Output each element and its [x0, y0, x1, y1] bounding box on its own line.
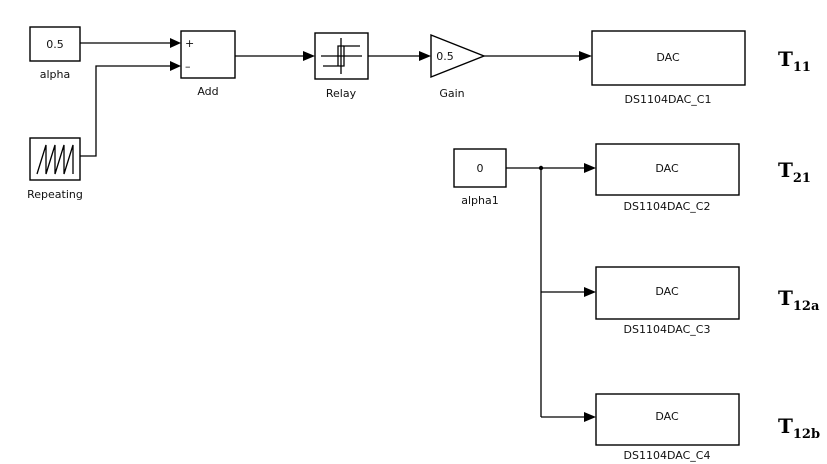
relay-block[interactable]: Relay	[314, 32, 369, 100]
arrowhead-dac4	[584, 412, 596, 422]
dac-block-c1[interactable]: DAC DS1104DAC_C1	[591, 30, 746, 106]
dac2-text: DAC	[655, 162, 679, 175]
dac-block-c2[interactable]: DAC DS1104DAC_C2	[595, 143, 740, 213]
alpha1-label: alpha1	[461, 194, 499, 207]
add-plus-sign: +	[185, 37, 194, 50]
arrowhead-relay	[303, 51, 315, 61]
output-label-t21: T21	[778, 158, 811, 186]
arrowhead-gain	[419, 51, 431, 61]
dac3-text: DAC	[655, 285, 679, 298]
gain-label: Gain	[439, 87, 464, 100]
dac-block-c4[interactable]: DAC DS1104DAC_C4	[595, 393, 740, 462]
dac3-label: DS1104DAC_C3	[624, 323, 711, 336]
relay-label: Relay	[326, 87, 357, 100]
dac4-text: DAC	[655, 410, 679, 423]
add-label: Add	[197, 85, 218, 98]
add-minus-sign: –	[185, 60, 191, 73]
gain-block[interactable]: 0.5 Gain	[430, 33, 486, 100]
alpha-label: alpha	[40, 68, 71, 81]
repeating-sequence-block[interactable]: Repeating	[27, 137, 83, 201]
constant-block-alpha1[interactable]: 0 alpha1	[453, 148, 507, 207]
dac2-label: DS1104DAC_C2	[624, 200, 711, 213]
dac-block-c3[interactable]: DAC DS1104DAC_C3	[595, 266, 740, 336]
add-block[interactable]: + – Add	[180, 30, 236, 98]
dac1-text: DAC	[656, 51, 680, 64]
dac4-label: DS1104DAC_C4	[624, 449, 711, 462]
gain-value: 0.5	[436, 50, 454, 63]
branch-point	[538, 165, 544, 171]
output-label-t12b: T12b	[778, 414, 820, 442]
output-label-t12a: T12a	[778, 286, 820, 314]
arrowhead-add-plus	[170, 38, 181, 48]
output-label-t11: T11	[778, 47, 811, 75]
arrowhead-dac3	[584, 287, 596, 297]
constant-block-alpha[interactable]: 0.5 alpha	[29, 26, 81, 81]
wire-repeating-add	[80, 65, 170, 157]
dac1-label: DS1104DAC_C1	[625, 93, 712, 106]
arrowhead-dac2	[584, 163, 596, 173]
alpha-value: 0.5	[46, 38, 64, 51]
relay-hysteresis-icon	[321, 38, 362, 74]
alpha1-value: 0	[477, 162, 484, 175]
repeating-label: Repeating	[27, 188, 83, 201]
arrowhead-add-minus	[170, 61, 181, 71]
sawtooth-icon	[36, 144, 74, 175]
arrowhead-dac1	[579, 51, 592, 61]
signal-wires	[80, 38, 596, 422]
